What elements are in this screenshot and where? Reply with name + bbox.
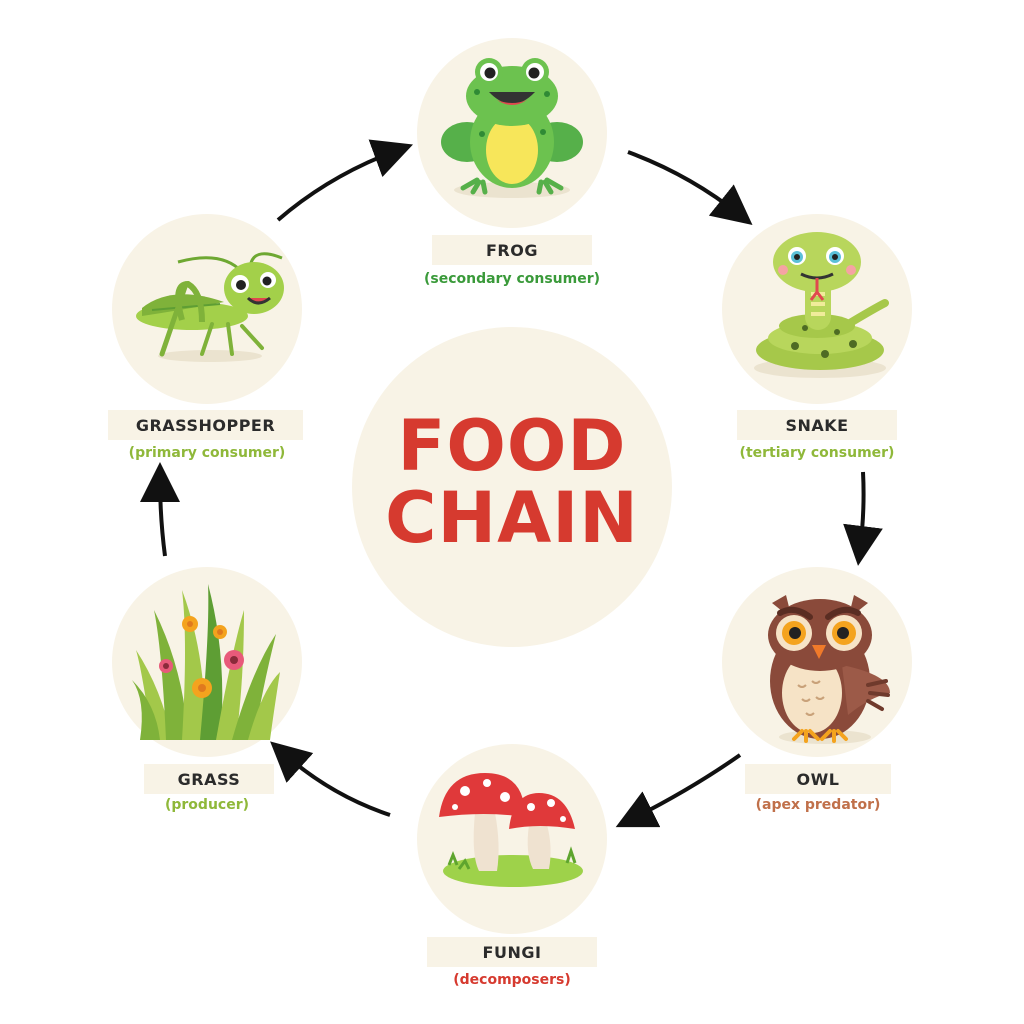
fungi-label: FUNGI [427,937,597,967]
owl-label: OWL [745,764,891,794]
owl-role: (apex predator) [755,797,881,813]
snake-icon [754,232,889,378]
snake-role: (tertiary consumer) [739,445,895,461]
center-circle [352,327,672,647]
frog-label: FROG [432,235,592,265]
arrow-grass-to-grasshopper [140,462,181,557]
grasshopper-role: (primary consumer) [128,445,286,461]
fungi-role: (decomposers) [453,972,571,988]
grass-role: (producer) [164,797,250,813]
snake-label: SNAKE [737,410,897,440]
arrow-grasshopper-to-frog [276,139,414,222]
grasshopper-label: GRASSHOPPER [108,410,303,440]
title-line-1: FOOD [397,405,627,487]
arrow-snake-to-owl [843,471,883,566]
arrow-owl-to-fungi [615,753,742,828]
frog-icon [441,58,583,198]
owl-icon [768,595,890,744]
grasshopper-icon [136,252,284,362]
title-line-2: CHAIN [385,477,639,559]
diagram-title: FOOD CHAIN [352,410,672,554]
arrow-fungi-to-grass [270,741,391,817]
grass-label: GRASS [144,764,274,794]
frog-role: (secondary consumer) [423,271,601,287]
grass-icon [132,584,280,740]
fungi-circle [417,744,607,934]
arrow-frog-to-snake [627,150,753,225]
mushroom-icon [439,773,583,887]
